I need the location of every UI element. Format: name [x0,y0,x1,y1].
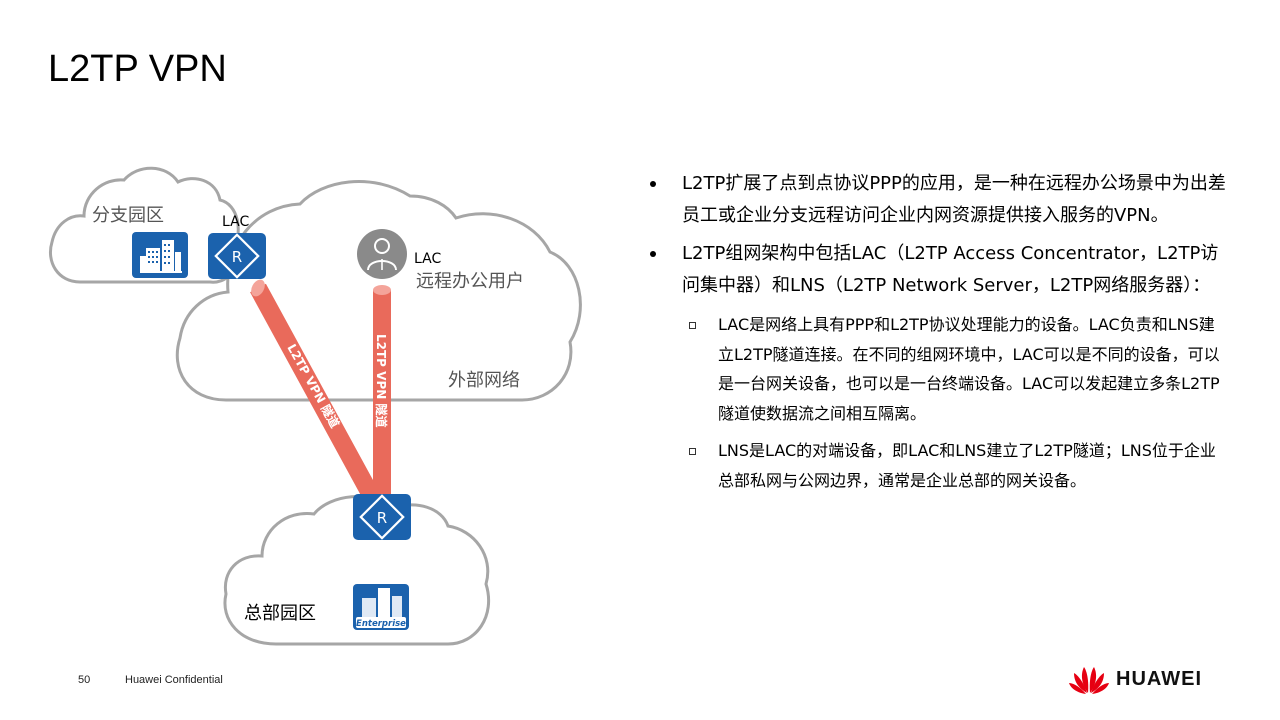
tunnel-end-remote [373,285,391,295]
bullet-item: L2TP扩展了点到点协议PPP的应用，是一种在远程办公场景中为出差员工或企业分支… [650,168,1230,232]
page-number: 50 [78,674,91,686]
sub-bullet-text: LAC是网络上具有PPP和L2TP协议处理能力的设备。LAC负责和LNS建立L2… [718,315,1220,423]
enterprise-building-icon: Enterprise [353,584,409,630]
tunnel-end-branch [251,279,265,297]
remote-lac-label: LAC [414,251,441,267]
svg-text:R: R [232,248,242,266]
huawei-flower-icon [1069,667,1109,694]
branch-label: 分支园区 [92,205,164,226]
hq-label: 总部园区 [244,603,316,624]
bullet-text: L2TP扩展了点到点协议PPP的应用，是一种在远程办公场景中为出差员工或企业分支… [682,173,1226,226]
bullet-list: L2TP扩展了点到点协议PPP的应用，是一种在远程办公场景中为出差员工或企业分支… [650,168,1230,495]
lns-router-icon: R [353,494,411,540]
svg-text:R: R [377,509,387,527]
square-bullet-icon [689,322,696,329]
bullet-dot [650,181,656,187]
remote-user-icon [357,229,407,279]
external-network-label: 外部网络 [448,370,520,391]
sub-bullet-item: LNS是LAC的对端设备，即LAC和LNS建立了L2TP隧道；LNS位于企业总部… [689,436,1230,495]
bullet-dot [650,251,656,257]
sub-bullet-item: LAC是网络上具有PPP和L2TP协议处理能力的设备。LAC负责和LNS建立L2… [689,310,1230,428]
lac-router-label: LAC [222,214,249,230]
network-diagram: L2TP VPN 隧道 L2TP VPN 隧道 分支园区 R LAC LAC [49,166,582,646]
sub-bullet-text: LNS是LAC的对端设备，即LAC和LNS建立了L2TP隧道；LNS位于企业总部… [718,441,1216,490]
tunnel-branch-hq [250,283,386,513]
enterprise-label: Enterprise [356,619,406,629]
square-bullet-icon [689,448,696,455]
brand-name: HUAWEI [1116,667,1202,690]
lac-router-icon: R [208,233,266,279]
remote-user-label: 远程办公用户 [416,271,524,292]
tunnel-label-2: L2TP VPN 隧道 [374,334,389,427]
branch-building-icon [132,232,188,278]
page-title: L2TP VPN [48,48,227,90]
bullet-text: L2TP组网架构中包括LAC（L2TP Access Concentrator，… [682,243,1219,296]
confidential-label: Huawei Confidential [125,674,223,686]
bullet-item: L2TP组网架构中包括LAC（L2TP Access Concentrator，… [650,238,1230,302]
huawei-logo: HUAWEI [1068,663,1202,695]
